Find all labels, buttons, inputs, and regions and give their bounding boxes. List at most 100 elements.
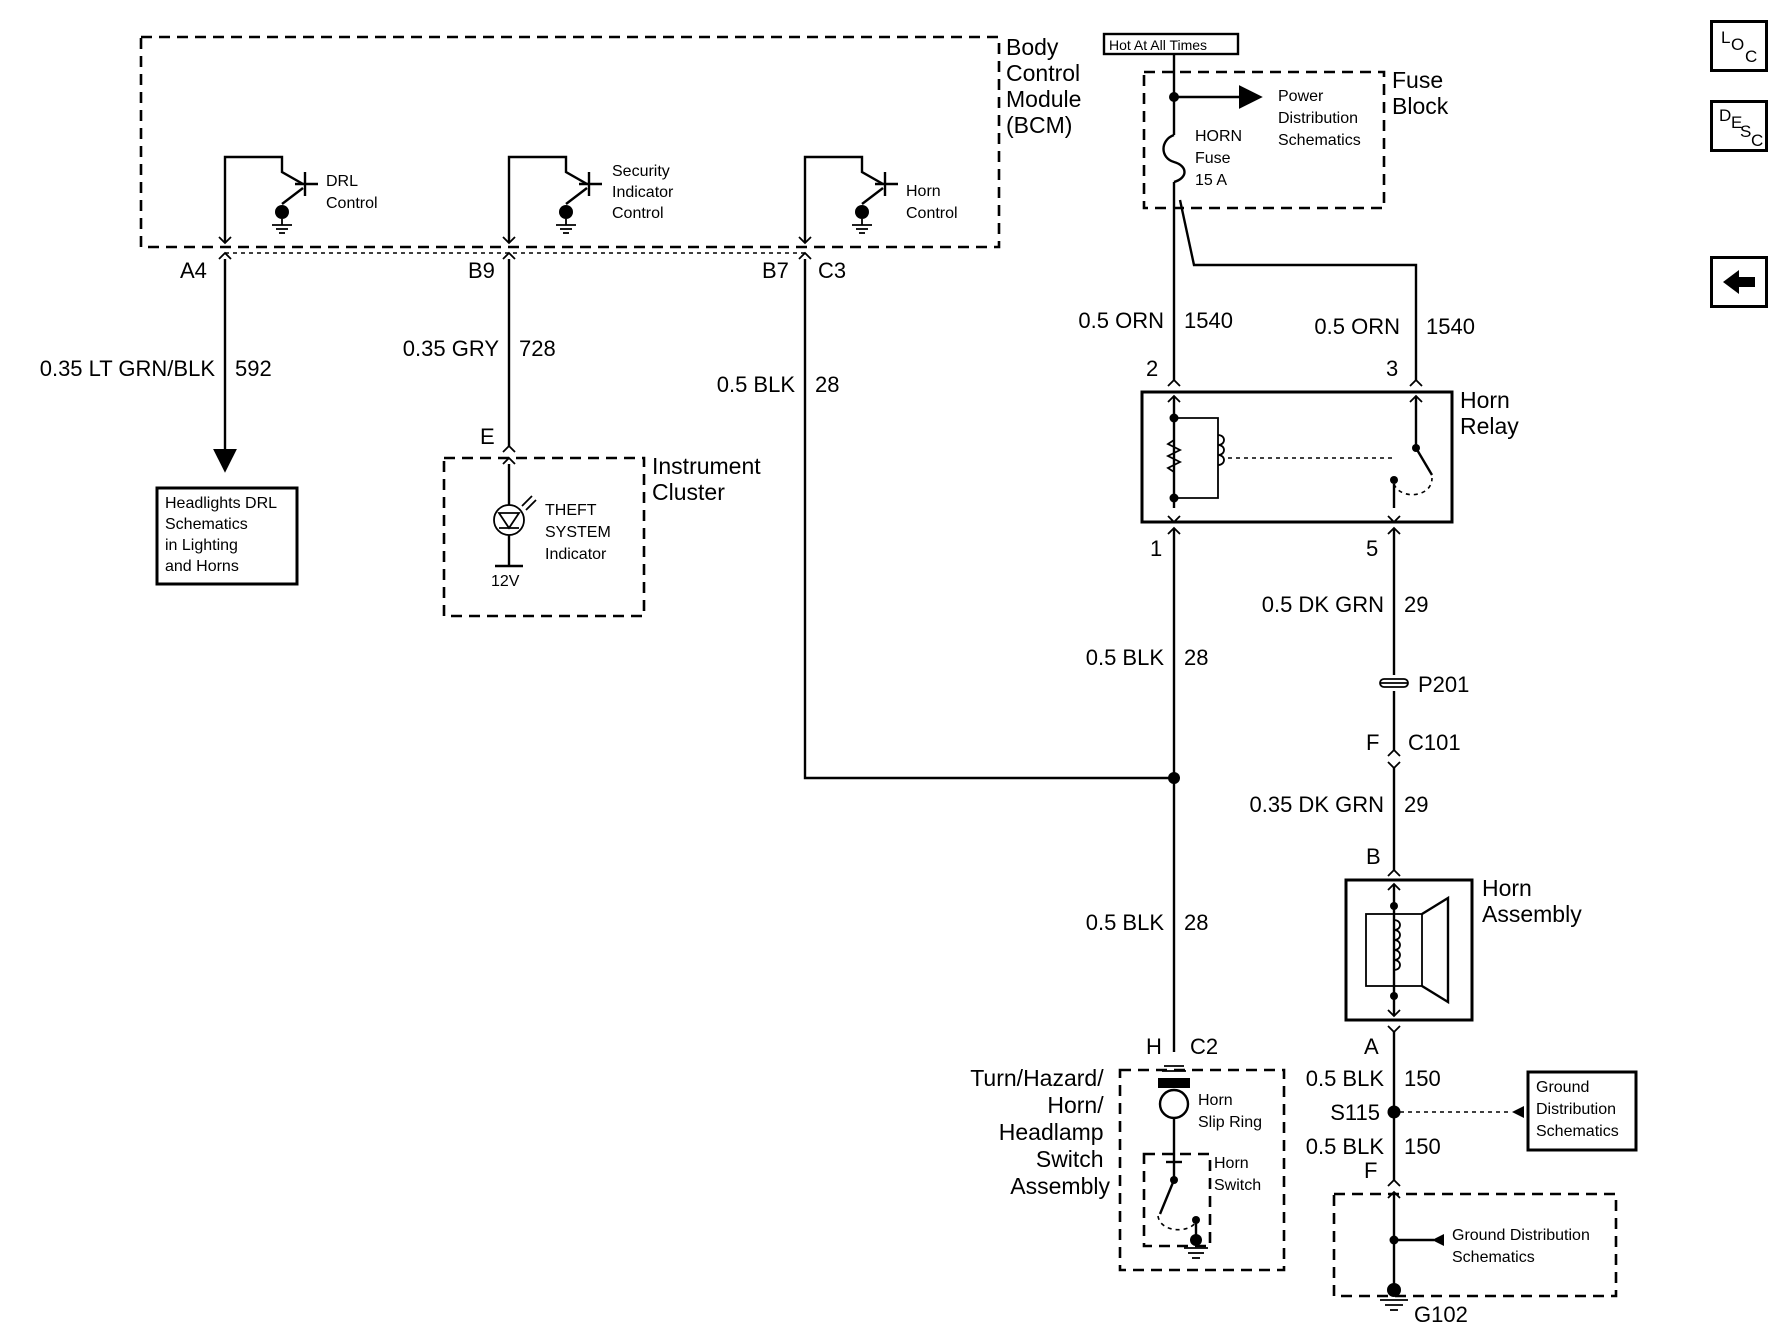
- svg-text:Headlights DRL Schematic: Headlights DRL Schematics in Lighting an…: [165, 495, 281, 575]
- loc-letter: C: [1745, 47, 1758, 66]
- instrument-cluster: Instrument Cluster 12V THEFT SYSTEM Indi…: [442, 453, 767, 618]
- c101-wire-number: 29: [1404, 792, 1428, 817]
- fuse-block: Fuse Block HORN Fuse 15 A Power Distribu…: [1142, 54, 1450, 210]
- pin-relay-3: 3: [1386, 356, 1398, 381]
- ground-distribution-reference-box[interactable]: Ground Distribution Schematics: [1526, 1070, 1638, 1152]
- drl-control-label: DRL: [326, 173, 358, 190]
- pin-c3: C3: [818, 258, 846, 283]
- bcm-title-line: (BCM): [1006, 112, 1072, 138]
- g102-label: G102: [1414, 1302, 1468, 1327]
- svg-text:HORN Fuse 15 A: HORN Fuse 15 A: [1195, 128, 1247, 189]
- pin-horn-b: B: [1366, 844, 1381, 869]
- s115-splice-dot: [1387, 1105, 1401, 1119]
- svg-text:Turn/Hazard/ Horn/: Turn/Hazard/ Horn/ Headlamp Switch Assem…: [970, 1065, 1110, 1199]
- svg-text:Horn Relay: Horn Relay: [1460, 387, 1519, 439]
- svg-text:THEFT SYSTEM Indic: THEFT SYSTEM Indicator: [545, 502, 615, 563]
- c101-wire-color: 0.35 DK GRN: [1250, 792, 1385, 817]
- desc-letter: S: [1740, 122, 1752, 141]
- theft-system-label: THEFT: [545, 502, 597, 519]
- ground-icon: [1190, 1234, 1202, 1246]
- horn-speaker-icon: [1421, 895, 1450, 1005]
- horn-fuse-label: Fuse: [1195, 150, 1231, 167]
- svg-text:Instrument Cluster: Instrument Cluster: [652, 453, 767, 505]
- pin-relay-2: 2: [1146, 356, 1158, 381]
- horn-fuse-label: 15 A: [1195, 172, 1227, 189]
- ref-text: Distribution: [1536, 1101, 1616, 1118]
- pin-relay-1: 1: [1150, 536, 1162, 561]
- svg-text:Security Indicator: Security Indicator Control: [612, 163, 678, 222]
- horn-switch-outline: [1142, 1152, 1212, 1248]
- relay-switch-contact: [1414, 447, 1434, 476]
- switch-assembly-label: Headlamp: [999, 1119, 1104, 1145]
- loc-letter: O: [1731, 35, 1745, 54]
- horn-control-label: Control: [906, 205, 958, 222]
- pin-a4: A4: [180, 258, 207, 283]
- relay-coil-icon: [1217, 434, 1225, 466]
- relay-5-wire-number: 29: [1404, 592, 1428, 617]
- left-arrow-icon: [1723, 270, 1755, 294]
- instrument-cluster-label: Cluster: [652, 479, 725, 505]
- bcm-title-line: Control: [1006, 60, 1080, 86]
- slip-ring-label: Slip Ring: [1198, 1114, 1262, 1131]
- ground-ref-label: Schematics: [1452, 1249, 1535, 1266]
- ref-text: Headlights DRL: [165, 495, 277, 512]
- svg-text:Horn Assembly: Horn Assembly: [1482, 875, 1582, 927]
- horn-switch-label: Switch: [1214, 1177, 1261, 1194]
- horn-switch-label: Horn: [1214, 1155, 1249, 1172]
- c101-label: C101: [1408, 730, 1461, 755]
- desc-letter: D: [1719, 106, 1732, 125]
- back-button[interactable]: [1710, 256, 1768, 308]
- fuse-right-wire-color: 0.5 ORN: [1314, 314, 1400, 339]
- svg-text:DRL Control: DRL Control: [326, 173, 378, 212]
- fuse-right-wire-number: 1540: [1426, 314, 1475, 339]
- switch-assembly-label: Switch: [1036, 1146, 1104, 1172]
- hot-at-all-times-label: Hot At All Times: [1109, 37, 1207, 53]
- horn-slip-ring-icon: [1158, 1088, 1190, 1120]
- drl-wire-number: 592: [235, 356, 272, 381]
- bcm-title-line: Body: [1006, 34, 1059, 60]
- s115-label: S115: [1330, 1100, 1380, 1125]
- horn-fuse-icon: [1162, 133, 1186, 184]
- bcm-title-line: Module: [1006, 86, 1081, 112]
- svg-text:Horn Slip Ring: Horn Slip Ring: [1198, 1092, 1262, 1131]
- drl-wire-color: 0.35 LT GRN/BLK: [40, 356, 216, 381]
- security-control-label: Indicator: [612, 184, 674, 201]
- ref-text: Schematics: [1536, 1123, 1619, 1140]
- voltage-label: 12V: [491, 573, 520, 590]
- bcm-connectors: [218, 236, 812, 260]
- ref-text: Schematics: [165, 516, 248, 533]
- pin-b9: B9: [468, 258, 495, 283]
- bcm-outline: [139, 35, 1001, 249]
- horn-assembly-label: Horn: [1482, 875, 1532, 901]
- security-indicator-control-transistor: Security Indicator Control: [507, 155, 678, 243]
- svg-text:Body Control Modul: Body Control Module (BCM): [1006, 34, 1088, 138]
- pin-ground-f: F: [1364, 1158, 1377, 1183]
- svg-text:Ground Distribution Sche: Ground Distribution Schematics: [1452, 1227, 1594, 1266]
- pin-relay-5: 5: [1366, 536, 1378, 561]
- turn-hazard-horn-headlamp-switch-assembly: Turn/Hazard/ Horn/ Headlamp Switch Assem…: [970, 1065, 1286, 1272]
- headlights-drl-reference-box[interactable]: Headlights DRL Schematics in Lighting an…: [155, 486, 299, 586]
- pin-horn-a: A: [1364, 1034, 1379, 1059]
- desc-letter: C: [1751, 131, 1764, 150]
- horn-a-wire-color: 0.5 BLK: [1306, 1066, 1385, 1091]
- svg-text:Horn Control: Horn Control: [906, 183, 958, 222]
- drl-control-transistor: DRL Control: [223, 155, 378, 243]
- switch-assembly-label: Turn/Hazard/: [970, 1065, 1104, 1091]
- theft-system-label: SYSTEM: [545, 524, 611, 541]
- security-wire-number: 728: [519, 336, 556, 361]
- switch-wire-number: 28: [1184, 910, 1208, 935]
- fuse-block-label: Block: [1392, 93, 1449, 119]
- pin-c101-f: F: [1366, 730, 1379, 755]
- p201-label: P201: [1418, 672, 1469, 697]
- theft-system-label: Indicator: [545, 546, 607, 563]
- relay-5-wire-color: 0.5 DK GRN: [1262, 592, 1384, 617]
- horn-fuse-label: HORN: [1195, 128, 1242, 145]
- desc-button[interactable]: D E S C: [1710, 100, 1768, 152]
- p201-connector: [1379, 678, 1409, 688]
- hot-at-all-times-box: [1102, 32, 1240, 56]
- loc-button[interactable]: L O C: [1710, 20, 1768, 72]
- horn-assembly-label: Assembly: [1482, 901, 1582, 927]
- slip-ring-contact: [1158, 1078, 1190, 1088]
- svg-text:Fuse Block: Fuse Block: [1392, 67, 1450, 119]
- loc-letter: L: [1721, 28, 1731, 47]
